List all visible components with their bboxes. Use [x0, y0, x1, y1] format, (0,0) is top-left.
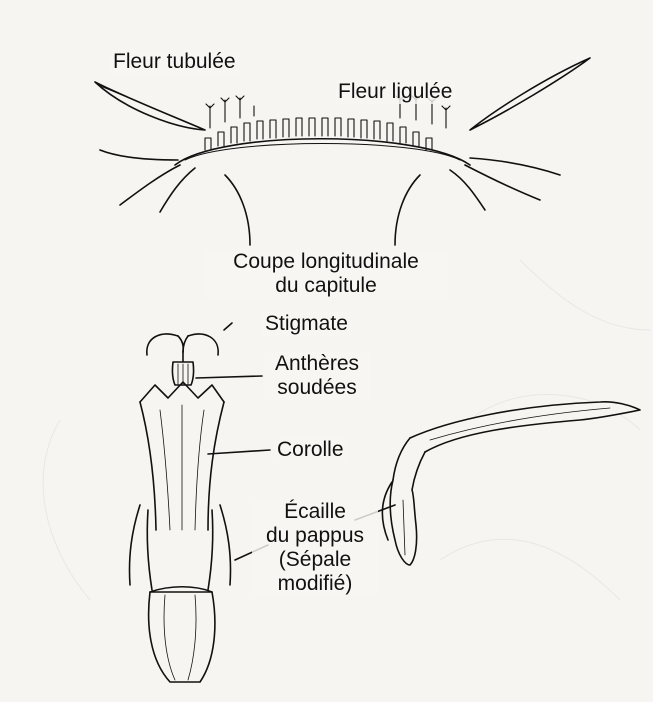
- leader-antheres: [196, 376, 262, 378]
- label-antheres-line1: Anthères: [267, 352, 367, 376]
- label-antheres-line2: soudées: [267, 376, 367, 400]
- ray-floret: [382, 402, 640, 565]
- label-stigmate: Stigmate: [262, 312, 351, 336]
- leader-stigmate: [224, 323, 232, 330]
- label-antheres-soudees: Anthères soudées: [264, 352, 370, 400]
- label-ecaille-line2: du pappus: [255, 524, 375, 548]
- label-ecaille-line3: (Sépale: [255, 548, 375, 572]
- disc-floret: [129, 334, 230, 682]
- label-corolle: Corolle: [274, 438, 347, 462]
- label-fleur-tubulee: Fleur tubulée: [110, 50, 239, 74]
- label-coupe-longitudinale: Coupe longitudinale du capitule: [203, 250, 449, 298]
- label-ecaille-du-pappus: Écaille du pappus (Sépale modifié): [252, 500, 378, 596]
- label-ecaille-line1: Écaille: [255, 500, 375, 524]
- label-coupe-line1: Coupe longitudinale: [206, 250, 446, 274]
- leader-corolle: [208, 450, 270, 454]
- label-ecaille-line4: modifié): [255, 572, 375, 596]
- label-fleur-ligulee: Fleur ligulée: [335, 80, 455, 104]
- label-coupe-line2: du capitule: [206, 274, 446, 298]
